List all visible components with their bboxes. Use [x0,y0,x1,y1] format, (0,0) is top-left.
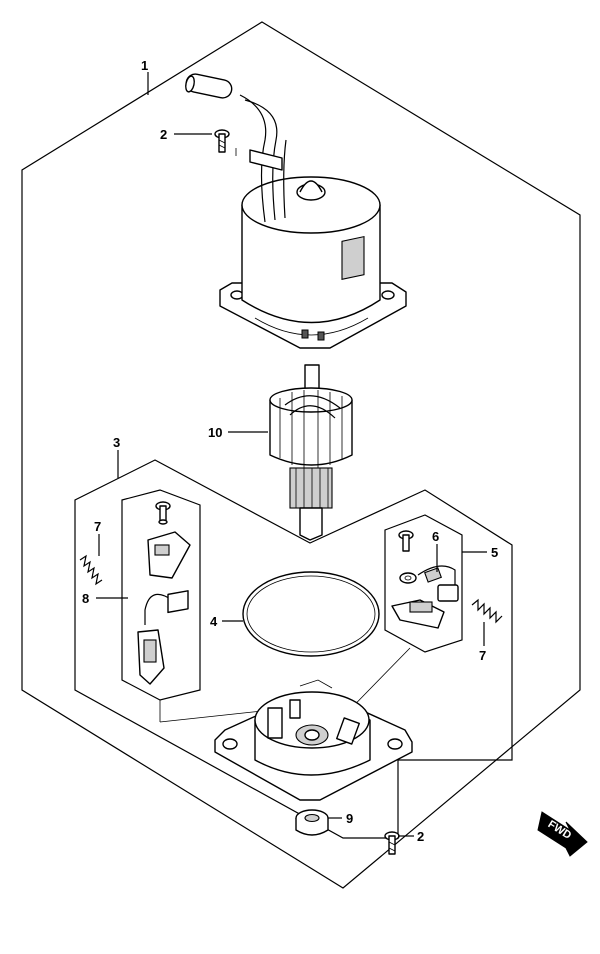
callout-9: 9 [346,811,353,826]
motor-wire-harness [185,73,287,223]
callout-3: 3 [113,435,120,450]
brush-holder-box-right [384,514,463,653]
callout-7-right: 7 [479,648,486,663]
callout-2-bottom: 2 [417,829,424,844]
brush-holder-box-left [121,489,201,701]
callout-5: 5 [491,545,498,560]
callout-2-top: 2 [160,127,167,142]
callout-6: 6 [432,529,439,544]
callout-1: 1 [141,58,148,73]
callout-10: 10 [208,425,222,440]
o-ring [242,571,380,657]
assembly-boundary-1 [21,21,581,889]
screw-top [214,129,237,156]
right-brush-parts [391,530,459,629]
base-end-cap [214,679,413,801]
callout-8: 8 [82,591,89,606]
spring-left [79,554,103,586]
grommet [295,809,329,836]
fwd-arrow-icon: FWD [537,811,588,857]
left-brush-parts [137,501,191,685]
spring-right [471,598,503,624]
callout-4: 4 [210,614,218,629]
armature [269,364,353,541]
motor-housing [219,176,407,349]
callout-7-left: 7 [94,519,101,534]
